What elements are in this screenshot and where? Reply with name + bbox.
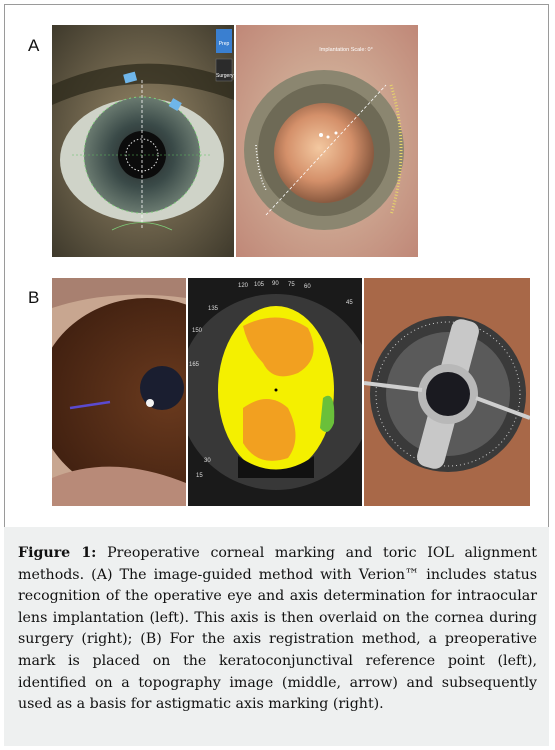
prep-button-label: Prep xyxy=(218,41,230,47)
topo-tick-165: 165 xyxy=(189,362,200,368)
surgical-overlay-image: Implantation Scale: 0° xyxy=(236,25,418,257)
topo-tick-15: 15 xyxy=(196,473,203,479)
topo-tick-105: 105 xyxy=(254,282,265,288)
caption-background xyxy=(4,527,549,746)
topography-image: 120 105 90 75 60 135 150 165 45 30 15 xyxy=(188,278,362,506)
topo-tick-135: 135 xyxy=(208,306,219,312)
topo-tick-45: 45 xyxy=(346,300,353,306)
marked-eye-image xyxy=(52,278,186,506)
topo-tick-150: 150 xyxy=(192,328,203,334)
caption-label: Figure 1: xyxy=(18,545,97,561)
topo-tick-90: 90 xyxy=(272,281,279,287)
panel-b-label: B xyxy=(28,288,40,307)
implantation-scale-label: Implantation Scale: 0° xyxy=(319,47,373,53)
topo-tick-60: 60 xyxy=(304,284,311,290)
figure-caption: Figure 1: Preoperative corneal marking a… xyxy=(18,543,537,716)
panel-a-label: A xyxy=(28,36,40,55)
topo-tick-30: 30 xyxy=(204,458,211,464)
verion-eye-image: Prep Surgery xyxy=(52,25,234,257)
caption-text: Preoperative corneal marking and toric I… xyxy=(18,545,538,713)
surgery-button-label: Surgery xyxy=(216,73,234,79)
topo-tick-75: 75 xyxy=(288,282,295,288)
topo-tick-120: 120 xyxy=(238,283,249,289)
marking-ring-image xyxy=(364,278,530,506)
